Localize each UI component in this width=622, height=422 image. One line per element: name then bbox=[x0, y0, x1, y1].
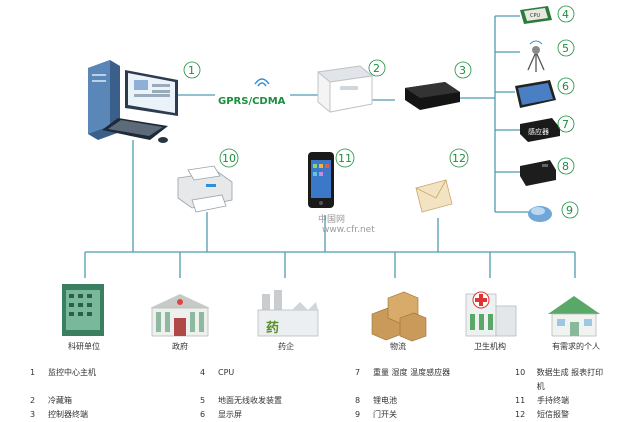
recipient-label-individual: 有需求的个人 bbox=[552, 342, 600, 351]
node-number-12: 12 bbox=[452, 152, 466, 165]
legend-text: 显示屏 bbox=[218, 410, 242, 419]
legend-text: 监控中心主机 bbox=[48, 368, 96, 377]
legend-text: 门开关 bbox=[373, 410, 397, 419]
wireless-signal-icon bbox=[254, 78, 270, 87]
individual-home-icon bbox=[548, 296, 600, 337]
handheld-terminal bbox=[308, 152, 334, 208]
legend-number: 12 bbox=[515, 410, 526, 419]
door-switch bbox=[528, 206, 552, 222]
legend-number: 9 bbox=[355, 410, 361, 419]
legend-text: 重量 湿度 温度感应器 bbox=[373, 368, 451, 377]
node-number-8-ring bbox=[557, 157, 575, 175]
lithium-battery bbox=[520, 160, 556, 186]
node-number-5-ring bbox=[557, 39, 575, 57]
legend-number: 10 bbox=[515, 368, 526, 377]
legend-number: 11 bbox=[515, 396, 526, 405]
node-number-12-ring bbox=[449, 148, 469, 168]
monitoring-host-computer bbox=[88, 60, 178, 143]
sensor-device: 感应器 bbox=[520, 118, 560, 142]
controller-terminal bbox=[405, 82, 460, 110]
legend-text: 数据生成 报表打印机 bbox=[536, 368, 604, 391]
node-number-6-ring bbox=[557, 77, 575, 95]
node-number-2-ring bbox=[368, 59, 386, 77]
report-printer bbox=[177, 165, 233, 213]
legend-text: 地面无线收发装置 bbox=[218, 396, 282, 405]
node-number-8: 8 bbox=[562, 160, 569, 173]
cold-storage-box bbox=[316, 65, 374, 113]
node-number-1: 1 bbox=[188, 64, 195, 77]
legend-number: 6 bbox=[200, 410, 206, 419]
recipient-label-research: 科研单位 bbox=[68, 342, 100, 351]
watermark-logo: 中国网 bbox=[318, 213, 345, 225]
watermark-url: www.cfr.net bbox=[322, 225, 375, 235]
node-number-2: 2 bbox=[373, 62, 380, 75]
node-number-6: 6 bbox=[562, 80, 569, 93]
node-number-9-ring bbox=[561, 201, 579, 219]
legend-number: 8 bbox=[355, 396, 361, 405]
node-number-10-ring bbox=[219, 148, 239, 168]
sms-alert-envelope bbox=[415, 179, 453, 213]
recipient-label-government: 政府 bbox=[172, 342, 188, 351]
recipient-label-pharma: 药企 bbox=[278, 342, 294, 351]
legend-number: 4 bbox=[200, 368, 206, 377]
legend-number: 7 bbox=[355, 368, 361, 377]
sensor-label: 感应器 bbox=[528, 127, 549, 136]
legend-number: 5 bbox=[200, 396, 206, 405]
node-number-10: 10 bbox=[222, 152, 236, 165]
government-building-icon bbox=[150, 294, 210, 337]
node-number-11-ring bbox=[335, 148, 355, 168]
legend-row: 3 控制器终端 6 显示屏 9 门开关 12 短信报警 bbox=[30, 408, 610, 422]
node-number-3: 3 bbox=[459, 64, 466, 77]
pharmaceutical-factory-icon: 药 bbox=[257, 290, 319, 337]
legend-text: 锂电池 bbox=[373, 396, 397, 405]
cpu-chip-label: CPU bbox=[530, 13, 541, 19]
wireless-transceiver-antenna bbox=[527, 40, 545, 72]
node-number-9: 9 bbox=[566, 204, 573, 217]
legend-text: 短信报警 bbox=[537, 410, 569, 419]
legend-number: 3 bbox=[30, 410, 36, 419]
legend-text: 手持终端 bbox=[537, 396, 569, 405]
node-number-7-ring bbox=[557, 115, 575, 133]
link-label: GPRS/CDMA bbox=[218, 96, 286, 107]
health-institution-building-icon bbox=[465, 291, 517, 337]
legend-text: CPU bbox=[218, 368, 235, 377]
node-number-4: 4 bbox=[562, 8, 569, 21]
research-institute-building-icon bbox=[62, 284, 104, 336]
node-number-4-ring bbox=[557, 5, 575, 23]
legend-number: 2 bbox=[30, 396, 36, 405]
medicine-mark: 药 bbox=[266, 320, 279, 336]
cpu-chip: CPU bbox=[520, 6, 552, 24]
recipient-label-logistics: 物流 bbox=[390, 342, 406, 351]
legend-text: 控制器终端 bbox=[48, 410, 88, 419]
legend-row: 2 冷藏箱 5 地面无线收发装置 8 锂电池 11 手持终端 bbox=[30, 394, 610, 408]
legend-row: 1 监控中心主机 4 CPU 7 重量 湿度 温度感应器 10 数据生成 报表打印机 bbox=[30, 366, 610, 394]
recipient-label-health: 卫生机构 bbox=[474, 342, 506, 351]
node-number-3-ring bbox=[454, 61, 472, 79]
node-number-1-ring bbox=[183, 61, 201, 79]
legend-number: 1 bbox=[30, 368, 36, 377]
node-number-7: 7 bbox=[562, 118, 569, 131]
legend-text: 冷藏箱 bbox=[48, 396, 72, 405]
logistics-boxes-icon bbox=[371, 291, 427, 342]
node-number-11: 11 bbox=[338, 152, 352, 165]
node-number-5: 5 bbox=[562, 42, 569, 55]
connector-lines bbox=[84, 15, 576, 278]
display-screen bbox=[515, 80, 556, 108]
